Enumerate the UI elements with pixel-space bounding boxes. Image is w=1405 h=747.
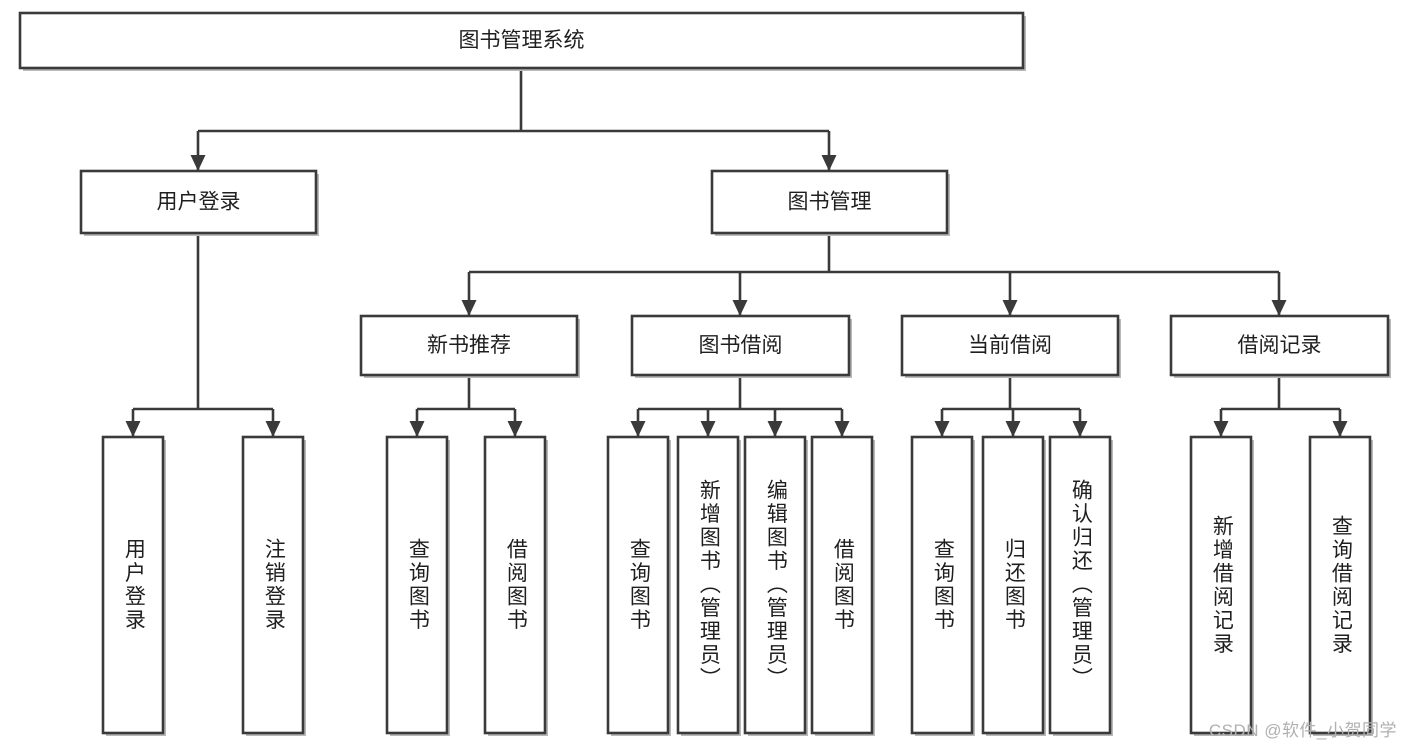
arrow-head-icon: [1072, 421, 1088, 437]
arrow-head-icon: [125, 421, 141, 437]
connector-root-to-level2: [190, 68, 837, 171]
arrow-head-icon: [700, 421, 716, 437]
node-book-borrow[interactable]: [630, 314, 852, 378]
node-current-borrow[interactable]: [900, 314, 1121, 378]
node-borrow-record[interactable]: [1169, 314, 1391, 378]
node-leaf-user-logout[interactable]: [241, 435, 306, 736]
arrow-head-icon: [821, 155, 837, 171]
node-rect[interactable]: [385, 435, 449, 735]
arrow-head-icon: [1005, 421, 1021, 437]
arrow-head-icon: [732, 300, 748, 316]
connector-bookmanage-to-level3: [461, 233, 1287, 316]
connector-new-book-rec-to-leaves: [409, 375, 523, 437]
arrow-head-icon: [409, 421, 425, 437]
node-rect[interactable]: [483, 435, 547, 735]
node-leaf-cur-return-book[interactable]: [981, 435, 1046, 736]
node-box-layer: [18, 11, 1391, 736]
node-label: 图书管理: [788, 191, 872, 214]
node-rect[interactable]: [630, 314, 851, 377]
connector-book-borrow-to-leaves: [630, 375, 850, 437]
node-new-book-rec[interactable]: [359, 314, 580, 378]
node-rect[interactable]: [18, 11, 1025, 70]
connector-layer: [125, 68, 1348, 437]
arrow-head-icon: [1213, 421, 1229, 437]
node-leaf-rec-query-book[interactable]: [385, 435, 450, 736]
node-label: 用户登录: [157, 191, 241, 214]
arrow-head-icon: [767, 421, 783, 437]
node-label: 图书管理系统: [459, 29, 585, 52]
node-rect[interactable]: [241, 435, 305, 735]
node-leaf-borrow-query-book[interactable]: [606, 435, 671, 736]
node-rect[interactable]: [810, 435, 874, 735]
node-label: 借阅记录: [1238, 334, 1322, 357]
node-rect[interactable]: [606, 435, 670, 735]
node-rect[interactable]: [101, 435, 165, 735]
arrow-head-icon: [834, 421, 850, 437]
node-rect[interactable]: [1189, 435, 1253, 735]
node-rect[interactable]: [910, 435, 974, 735]
arrow-head-icon: [1332, 421, 1348, 437]
node-leaf-rec-query-record[interactable]: [1308, 435, 1373, 736]
node-leaf-user-login[interactable]: [101, 435, 166, 736]
watermark-text: CSDN @软件_小贺同学: [1208, 721, 1397, 740]
arrow-head-icon: [265, 421, 281, 437]
node-rect[interactable]: [1308, 435, 1372, 735]
node-label: 新书推荐: [427, 334, 511, 357]
node-rect[interactable]: [676, 435, 740, 735]
node-rect[interactable]: [79, 169, 318, 235]
arrow-head-icon: [461, 300, 477, 316]
connector-borrow-record-to-leaves: [1213, 375, 1348, 437]
connector-user-login-to-leaves: [125, 233, 281, 437]
node-leaf-cur-query-book[interactable]: [910, 435, 975, 736]
node-leaf-rec-add-record[interactable]: [1189, 435, 1254, 736]
node-leaf-borrow-edit-book[interactable]: [743, 435, 808, 736]
arrow-head-icon: [1271, 300, 1287, 316]
node-rect[interactable]: [900, 314, 1120, 377]
arrow-head-icon: [934, 421, 950, 437]
node-leaf-rec-borrow-book[interactable]: [483, 435, 548, 736]
node-user-login[interactable]: [79, 169, 319, 236]
arrow-head-icon: [507, 421, 523, 437]
connector-current-borrow-to-leaves: [934, 375, 1088, 437]
node-rect[interactable]: [743, 435, 807, 735]
node-leaf-cur-confirm-return[interactable]: [1048, 435, 1113, 736]
node-root[interactable]: [18, 11, 1026, 71]
node-rect[interactable]: [1048, 435, 1112, 735]
node-rect[interactable]: [359, 314, 579, 377]
arrow-head-icon: [1002, 300, 1018, 316]
node-label: 当前借阅: [968, 334, 1052, 357]
arrow-head-icon: [630, 421, 646, 437]
node-leaf-borrow-lend-book[interactable]: [810, 435, 875, 736]
arrow-head-icon: [190, 155, 206, 171]
node-leaf-borrow-add-book[interactable]: [676, 435, 741, 736]
node-rect[interactable]: [981, 435, 1045, 735]
node-label: 图书借阅: [699, 334, 783, 357]
node-rect[interactable]: [710, 169, 949, 235]
node-rect[interactable]: [1169, 314, 1390, 377]
node-book-manage[interactable]: [710, 169, 950, 236]
